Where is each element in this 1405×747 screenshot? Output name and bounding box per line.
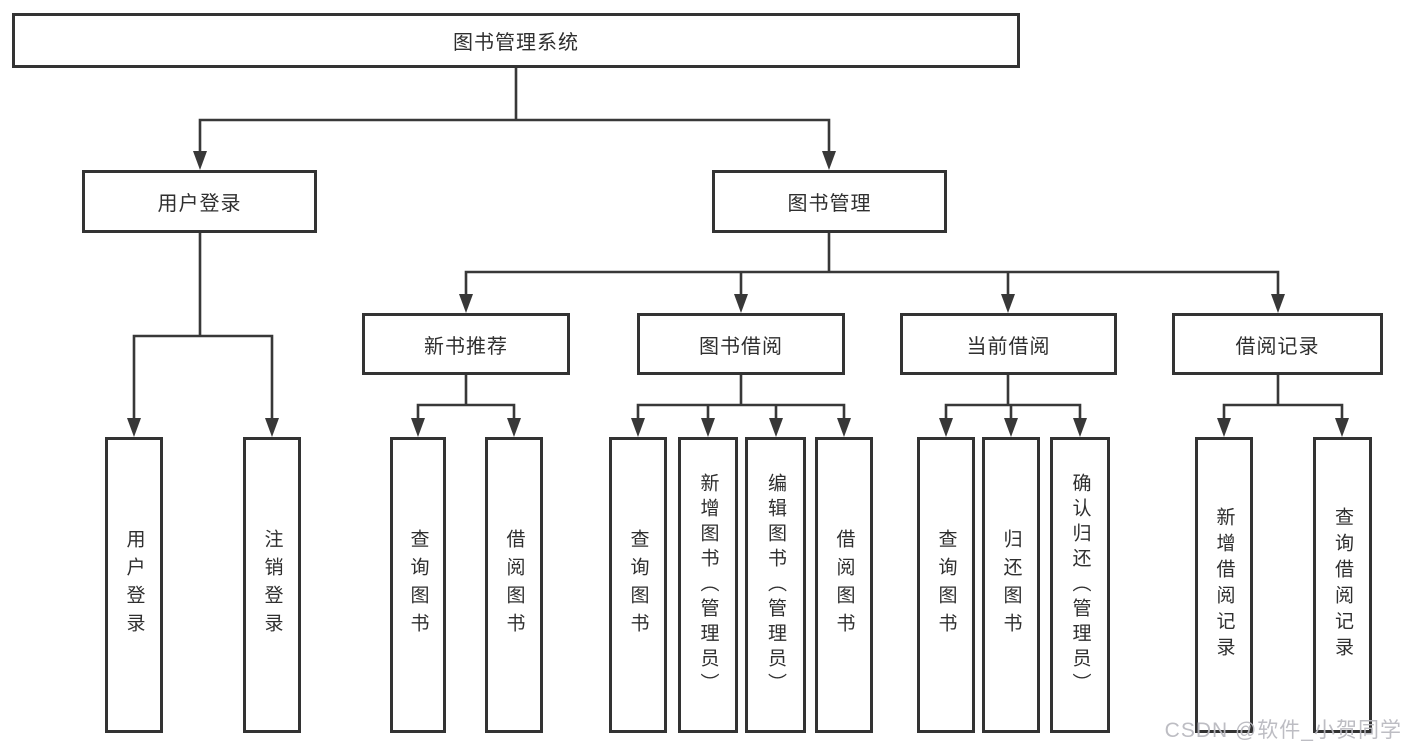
arrowhead	[193, 151, 207, 170]
leaf-confirm-return-admin: 确认归还（管理员）	[1050, 437, 1110, 733]
node-borrowing-records: 借阅记录	[1172, 313, 1383, 375]
leaf-query-books-3: 查询图书	[917, 437, 975, 733]
leaf-logout: 注销登录	[243, 437, 301, 733]
arrowhead	[1004, 418, 1018, 437]
leaf-label: 查询图书	[407, 529, 429, 641]
leaf-label: 查询借阅记录	[1332, 507, 1353, 663]
arrowhead	[769, 418, 783, 437]
leaf-label: 查询图书	[935, 529, 957, 641]
arrowhead	[411, 418, 425, 437]
leaf-label: 注销登录	[261, 529, 283, 641]
node-label: 图书管理	[787, 193, 872, 215]
leaf-label: 借阅图书	[833, 529, 855, 641]
node-current-borrowing: 当前借阅	[900, 313, 1117, 375]
arrowhead	[1073, 418, 1087, 437]
leaf-query-books-1: 查询图书	[390, 437, 446, 733]
arrowhead	[822, 151, 836, 170]
arrowhead	[127, 418, 141, 437]
leaf-query-borrow-record: 查询借阅记录	[1313, 437, 1372, 733]
node-user-login: 用户登录	[82, 170, 317, 233]
node-book-management: 图书管理	[712, 170, 947, 233]
leaf-return-books: 归还图书	[982, 437, 1040, 733]
leaf-label: 确认归还（管理员）	[1069, 472, 1091, 698]
node-label: 借阅记录	[1235, 335, 1320, 358]
leaf-edit-books-admin: 编辑图书（管理员）	[745, 437, 806, 733]
arrowhead	[939, 418, 953, 437]
node-label: 图书管理系统	[453, 32, 579, 54]
arrowhead	[631, 418, 645, 437]
node-label: 图书借阅	[699, 335, 783, 358]
leaf-borrow-books-1: 借阅图书	[485, 437, 543, 733]
arrowhead	[459, 294, 473, 313]
arrowhead	[265, 418, 279, 437]
leaf-label: 归还图书	[1000, 529, 1022, 641]
node-label: 新书推荐	[424, 335, 508, 358]
node-book-borrowing: 图书借阅	[637, 313, 845, 375]
leaf-label: 新增借阅记录	[1213, 507, 1235, 663]
leaf-add-borrow-record: 新增借阅记录	[1195, 437, 1253, 733]
leaf-label: 借阅图书	[503, 529, 525, 641]
node-label: 用户登录	[157, 193, 242, 215]
node-new-book-recommend: 新书推荐	[362, 313, 570, 375]
node-label: 当前借阅	[966, 335, 1051, 358]
leaf-query-books-2: 查询图书	[609, 437, 667, 733]
arrowhead	[1001, 294, 1015, 313]
arrowhead	[1335, 418, 1349, 437]
leaf-label: 用户登录	[123, 529, 145, 641]
leaf-user-login: 用户登录	[105, 437, 163, 733]
node-library-system: 图书管理系统	[12, 13, 1020, 68]
arrowhead	[1217, 418, 1231, 437]
leaf-label: 编辑图书（管理员）	[765, 472, 786, 698]
leaf-label: 查询图书	[627, 529, 649, 641]
arrowhead	[507, 418, 521, 437]
arrowhead	[734, 294, 748, 313]
csdn-watermark: CSDN @软件_小贺同学	[1164, 719, 1402, 742]
arrowhead	[1271, 294, 1285, 313]
leaf-add-books-admin: 新增图书（管理员）	[678, 437, 738, 733]
arrowhead	[837, 418, 851, 437]
arrowhead	[701, 418, 715, 437]
leaf-borrow-books-2: 借阅图书	[815, 437, 873, 733]
leaf-label: 新增图书（管理员）	[697, 472, 719, 698]
